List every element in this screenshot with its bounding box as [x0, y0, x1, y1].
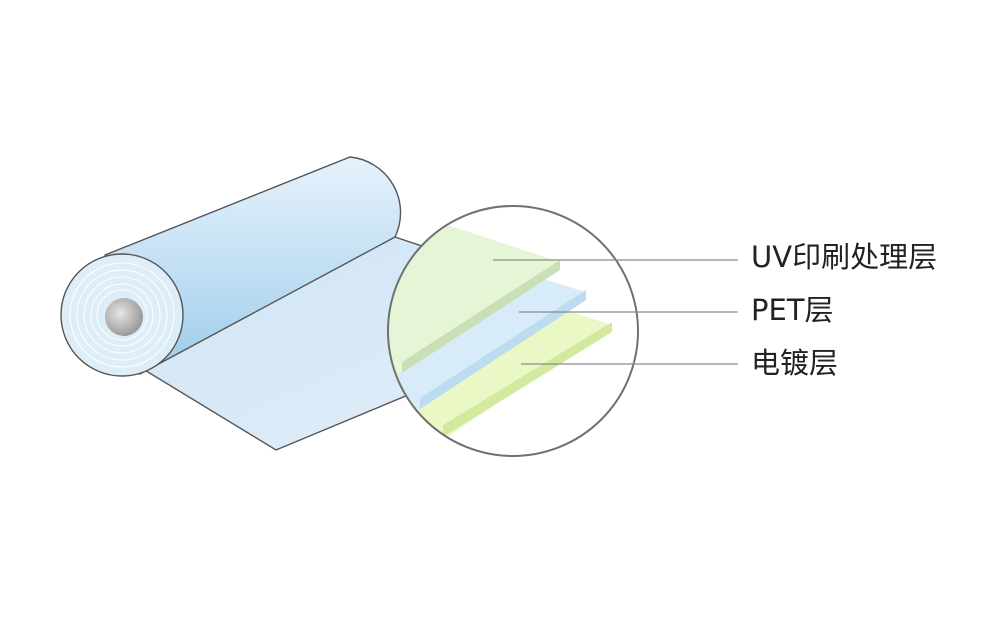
label-pet-layer: PET层 — [751, 293, 834, 327]
layer-plating-edge — [443, 322, 612, 437]
layer-pet-band — [388, 272, 586, 420]
layer-plating-band — [388, 310, 612, 450]
layer-uv-band — [388, 206, 560, 380]
layer-pet-edge — [420, 290, 586, 409]
label-uv-print-layer: UV印刷处理层 — [751, 240, 938, 274]
roll-core — [105, 298, 143, 336]
magnifier-ring — [387, 205, 639, 457]
layer-uv-edge — [402, 260, 560, 373]
label-plating-layer: 电镀层 — [751, 346, 839, 380]
magnifier-view — [387, 205, 639, 457]
